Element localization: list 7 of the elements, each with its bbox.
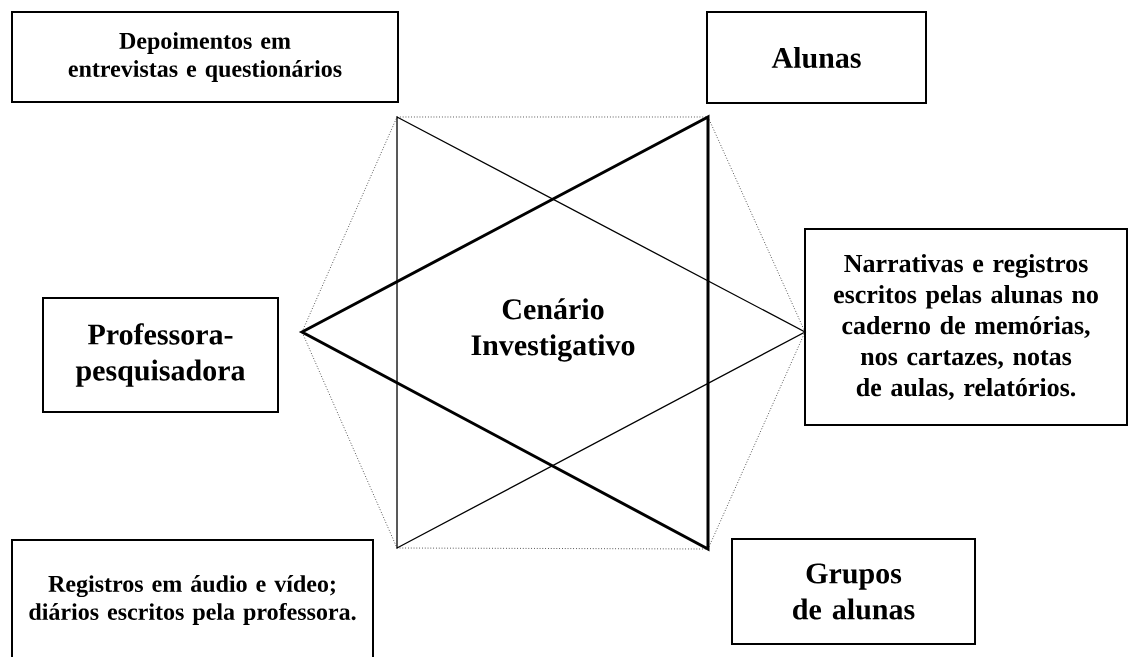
text-box: Grupos de alunas bbox=[731, 538, 976, 645]
text-box: Professora-pesquisadora bbox=[42, 297, 279, 413]
text-box: Narrativas e registros escritos pelas alunas no caderno de memórias, nos cartazes, notas de aulas, relatórios. bbox=[804, 228, 1128, 426]
text-box: Depoimentos em entrevistas e questionários bbox=[11, 11, 399, 103]
text-box: Alunas bbox=[706, 11, 927, 104]
text-box: Registros em áudio e vídeo; diários escritos pela professora. bbox=[11, 539, 374, 657]
center-label: Cenário Investigativo bbox=[471, 298, 635, 362]
